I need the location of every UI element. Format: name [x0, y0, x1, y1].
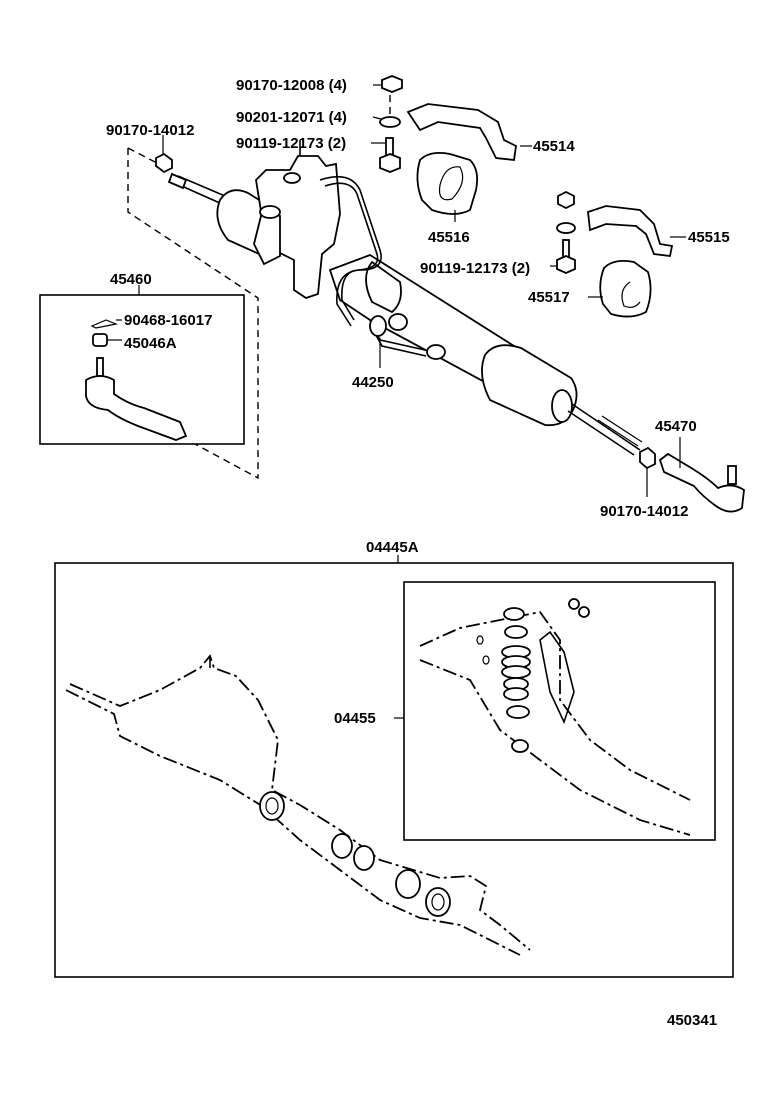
label-bracket-2: 45515: [688, 229, 730, 246]
label-cotter-pin: 90468-16017: [124, 312, 212, 329]
label-nut-top: 90170-12008 (4): [236, 77, 347, 94]
valve-kit-box: [403, 581, 716, 841]
tie-rod-end-lh-box: [39, 294, 245, 445]
label-bracket-1: 45514: [533, 138, 575, 155]
gasket-kit-outline: [65, 654, 531, 956]
label-bolt-right: 90119-12173 (2): [420, 260, 530, 277]
label-tie-rod-end-lh: 45460: [110, 271, 152, 288]
bushing-45517-icon: [599, 259, 652, 318]
nut-left-icon: [155, 152, 173, 174]
steering-gear-assembly: [167, 140, 643, 456]
tie-rod-end-rh-icon: [658, 452, 745, 513]
label-nut-right: 90170-14012: [600, 503, 688, 520]
label-tie-rod-end-rh: 45470: [655, 418, 697, 435]
label-pipe: 44250: [352, 374, 394, 391]
diagram-number: 450341: [667, 1012, 717, 1029]
label-valve-kit: 04455: [334, 710, 376, 727]
bushing-45516-icon: [416, 151, 479, 215]
label-washer-top: 90201-12071 (4): [236, 109, 347, 126]
gasket-kit-box: [54, 562, 734, 978]
valve-kit-outline: [419, 598, 691, 836]
label-castle-nut: 45046A: [124, 335, 177, 352]
label-bushing-1: 45516: [428, 229, 470, 246]
label-gasket-kit: 04445A: [366, 539, 419, 556]
tie-rod-end-lh-icon: [85, 357, 188, 441]
top-fasteners: [371, 75, 403, 173]
bracket-45515-icon: [587, 205, 674, 257]
label-bushing-2: 45517: [528, 289, 570, 306]
bracket-45514-icon: [406, 103, 517, 161]
label-nut-left: 90170-14012: [106, 122, 194, 139]
label-bolt-top: 90119-12173 (2): [236, 135, 346, 152]
